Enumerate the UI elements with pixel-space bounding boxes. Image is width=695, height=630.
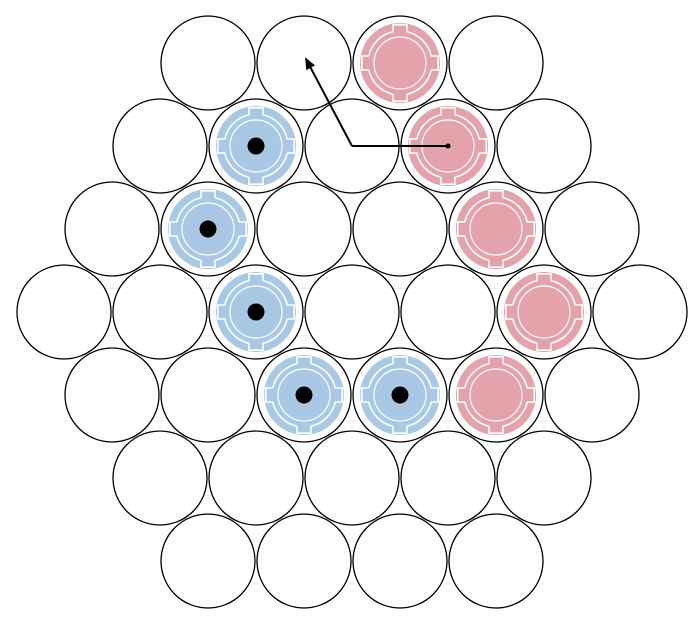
blue-cell — [208, 264, 304, 360]
red-cell — [448, 181, 544, 277]
lattice-cell — [400, 430, 496, 526]
lattice-cell — [400, 264, 496, 360]
cell-outline — [352, 513, 448, 609]
cell-outline — [16, 264, 112, 360]
cell-outline — [256, 181, 352, 277]
cell-outline — [112, 98, 208, 194]
lattice-cell — [496, 98, 592, 194]
lattice-cell — [160, 347, 256, 443]
cell-outline — [448, 15, 544, 111]
lattice-cell — [352, 513, 448, 609]
lattice-cell — [256, 15, 352, 111]
cell-outline — [544, 347, 640, 443]
lattice-cell — [448, 15, 544, 111]
lattice-cell — [64, 347, 160, 443]
cell-outline — [448, 513, 544, 609]
cell-outline — [64, 347, 160, 443]
lattice-cell — [64, 181, 160, 277]
cell-outline — [160, 513, 256, 609]
cell-outline — [304, 264, 400, 360]
red-cell — [352, 15, 448, 111]
lattice-cell — [112, 98, 208, 194]
lattice-cell — [160, 15, 256, 111]
cell-outline — [496, 430, 592, 526]
blue-cell — [160, 181, 256, 277]
center-dot — [247, 303, 265, 321]
cell-outline — [496, 98, 592, 194]
cell-outline — [112, 430, 208, 526]
center-dot — [247, 137, 265, 155]
blue-cell — [256, 347, 352, 443]
lattice-cell — [304, 430, 400, 526]
lattice-cell — [352, 181, 448, 277]
displacement-arrow — [305, 57, 451, 149]
cell-outline — [256, 15, 352, 111]
cell-outline — [304, 430, 400, 526]
cell-outline — [160, 15, 256, 111]
lattice-cell — [112, 430, 208, 526]
center-dot — [391, 386, 409, 404]
lattice-cell — [256, 181, 352, 277]
cell-outline — [400, 430, 496, 526]
lattice-cell — [256, 513, 352, 609]
lattice-cell — [208, 430, 304, 526]
cell-outline — [208, 430, 304, 526]
blue-cell — [208, 98, 304, 194]
cell-outline — [352, 181, 448, 277]
center-dot — [199, 220, 217, 238]
arrow-diagonal-segment — [305, 57, 353, 147]
lattice-cell — [112, 264, 208, 360]
cell-outline — [400, 264, 496, 360]
lattice-cell — [544, 181, 640, 277]
cell-outline — [112, 264, 208, 360]
cell-outline — [592, 264, 688, 360]
lattice-cell — [160, 513, 256, 609]
lattice-cell — [304, 264, 400, 360]
center-dot — [295, 386, 313, 404]
lattice-cell — [496, 430, 592, 526]
lattice-cells — [16, 15, 688, 609]
lattice-cell — [592, 264, 688, 360]
cell-outline — [160, 347, 256, 443]
red-cell — [496, 264, 592, 360]
lattice-cell — [544, 347, 640, 443]
lattice-cell — [448, 513, 544, 609]
blue-cell — [352, 347, 448, 443]
cell-outline — [544, 181, 640, 277]
lattice-cell — [16, 264, 112, 360]
red-cell — [448, 347, 544, 443]
cell-outline — [64, 181, 160, 277]
cell-outline — [256, 513, 352, 609]
